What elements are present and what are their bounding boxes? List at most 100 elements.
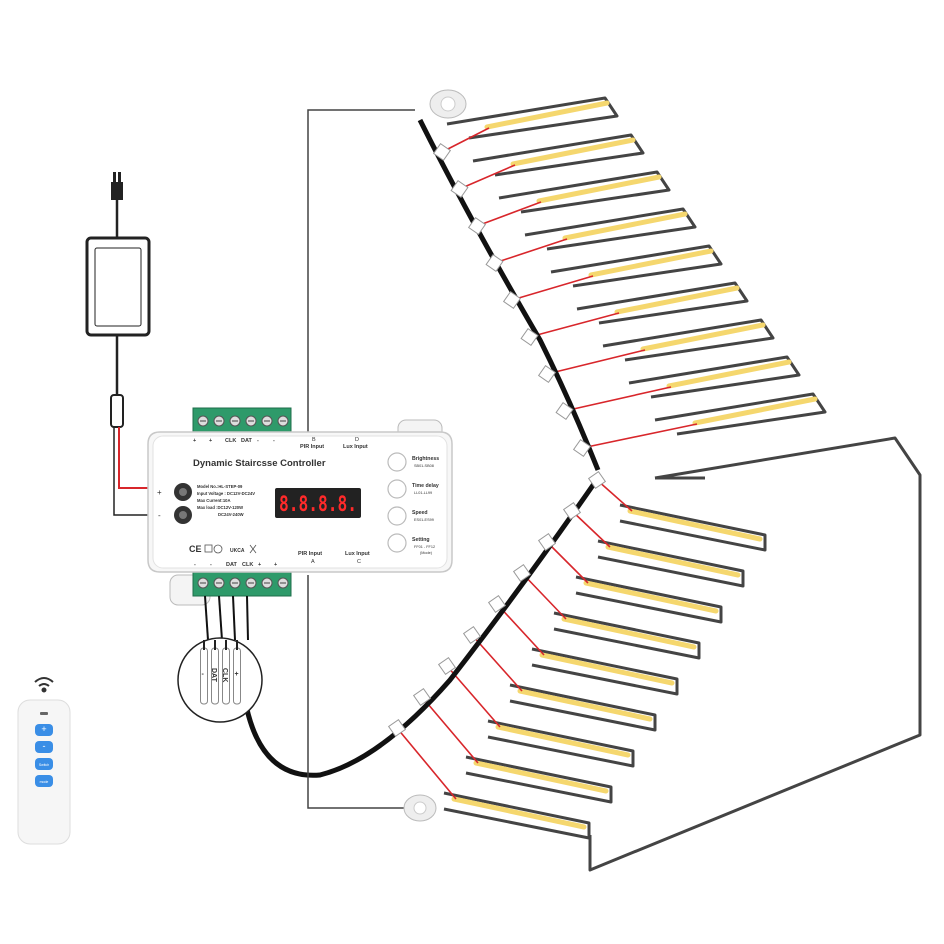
step-wire (546, 541, 589, 584)
stair-step (465, 755, 613, 804)
led-strip (588, 248, 714, 278)
top-terminal-label: DAT (241, 438, 253, 444)
step-wire (571, 510, 611, 548)
remote-button[interactable] (35, 758, 53, 770)
stair-step (597, 539, 745, 588)
remote-button-label: - (43, 741, 46, 751)
controller-title: Dynamic Staircsse Controller (193, 458, 326, 469)
stair-step (472, 133, 645, 177)
step-wire (476, 201, 542, 227)
bus-connector (587, 470, 607, 490)
power-jack-positive[interactable] (174, 483, 192, 501)
pir-b-wire (307, 109, 415, 435)
svg-text:PIR Input: PIR Input (300, 444, 324, 450)
stair-block-side (588, 436, 922, 872)
power-adapter-icon (85, 236, 151, 337)
remote-button[interactable] (35, 724, 53, 736)
step-wire (581, 423, 698, 449)
led-strip (539, 652, 675, 686)
pir-sensor-icon (403, 794, 437, 822)
controller-button[interactable] (387, 506, 407, 526)
step-wire (459, 164, 516, 190)
spec-line: DC24V-240W (218, 512, 244, 517)
remote-button-label: + (41, 724, 46, 734)
stair-step (628, 355, 801, 399)
step-wire (529, 312, 620, 338)
svg-text:B: B (312, 437, 316, 443)
bottom-terminal-label: - (210, 562, 212, 568)
led-strip (627, 508, 763, 542)
controller-button[interactable] (387, 479, 407, 499)
weee-icon (249, 544, 257, 554)
top-terminal-label: - (273, 438, 275, 444)
power-jack-negative[interactable] (174, 506, 192, 524)
remote-button[interactable] (35, 741, 53, 753)
wifi-signal-icon (34, 677, 54, 693)
led-strip (510, 137, 636, 167)
input-c: Lux Input C (345, 551, 370, 565)
bottom-terminal-block (192, 569, 292, 597)
led-strip (451, 796, 587, 830)
output-wires (204, 595, 249, 641)
button-sublabel: SB01-SB08 (414, 464, 434, 468)
bus-connector (512, 563, 532, 583)
pir-a-wire (307, 575, 405, 809)
step-wires (396, 127, 698, 800)
step-wire (511, 275, 594, 301)
wire-label: - (202, 671, 205, 678)
power-plug-icon (111, 172, 123, 200)
stair-step (602, 318, 775, 362)
staircase-outline (443, 96, 827, 840)
recycle-icon (213, 544, 223, 554)
button-label: Speed (412, 510, 428, 516)
step-wire (596, 479, 633, 512)
led-strip (692, 396, 818, 426)
stair-step (654, 392, 827, 436)
top-terminal-label: + (193, 438, 196, 444)
bus-connector (520, 327, 539, 347)
step-wire (441, 127, 490, 153)
top-terminal-block (192, 407, 292, 435)
controller-button[interactable] (387, 452, 407, 472)
svg-text:D: D (355, 437, 359, 443)
svg-text:Lux Input: Lux Input (343, 444, 368, 450)
button-label: Setting (412, 537, 430, 543)
bus-connector (450, 179, 469, 199)
stair-step (553, 611, 701, 660)
stair-step (531, 647, 679, 696)
led-strip (583, 580, 719, 614)
spec-line: Max Current:10A (197, 498, 231, 503)
svg-text:Lux Input: Lux Input (345, 551, 370, 557)
led-strip (484, 100, 610, 130)
led-strip (517, 688, 653, 722)
step-wire (521, 572, 567, 620)
spec-line: Model No.:HL-STEP-09 (197, 484, 243, 489)
button-sublabel: FF01 - FF12 (414, 545, 435, 549)
button-sublabel: (Mode) (420, 551, 433, 555)
led-strip (640, 322, 766, 352)
controller-button[interactable] (387, 533, 407, 553)
stair-step (443, 791, 591, 840)
button-sublabel: LL01-LL99 (414, 491, 432, 495)
bus-connector (437, 656, 457, 676)
bus-connector (487, 594, 507, 614)
bus-connector (555, 401, 574, 421)
stair-step (576, 281, 749, 325)
pir-sensor-icon (429, 89, 467, 119)
bottom-terminal-label: + (258, 562, 261, 568)
bottom-terminal-label: - (194, 562, 196, 568)
step-wire (546, 349, 646, 375)
spec-line: Max load :DC12V-120W (197, 505, 243, 510)
remote-button[interactable] (35, 775, 53, 787)
cert-marks: CE UKCA (189, 544, 257, 554)
bottom-terminal-label: + (274, 562, 277, 568)
stair-step (550, 244, 723, 288)
led-strip (562, 211, 688, 241)
button-label: Time delay (412, 483, 439, 489)
display-readout: 8.8.8.8. (279, 492, 357, 516)
svg-text:UKCA: UKCA (230, 548, 245, 554)
